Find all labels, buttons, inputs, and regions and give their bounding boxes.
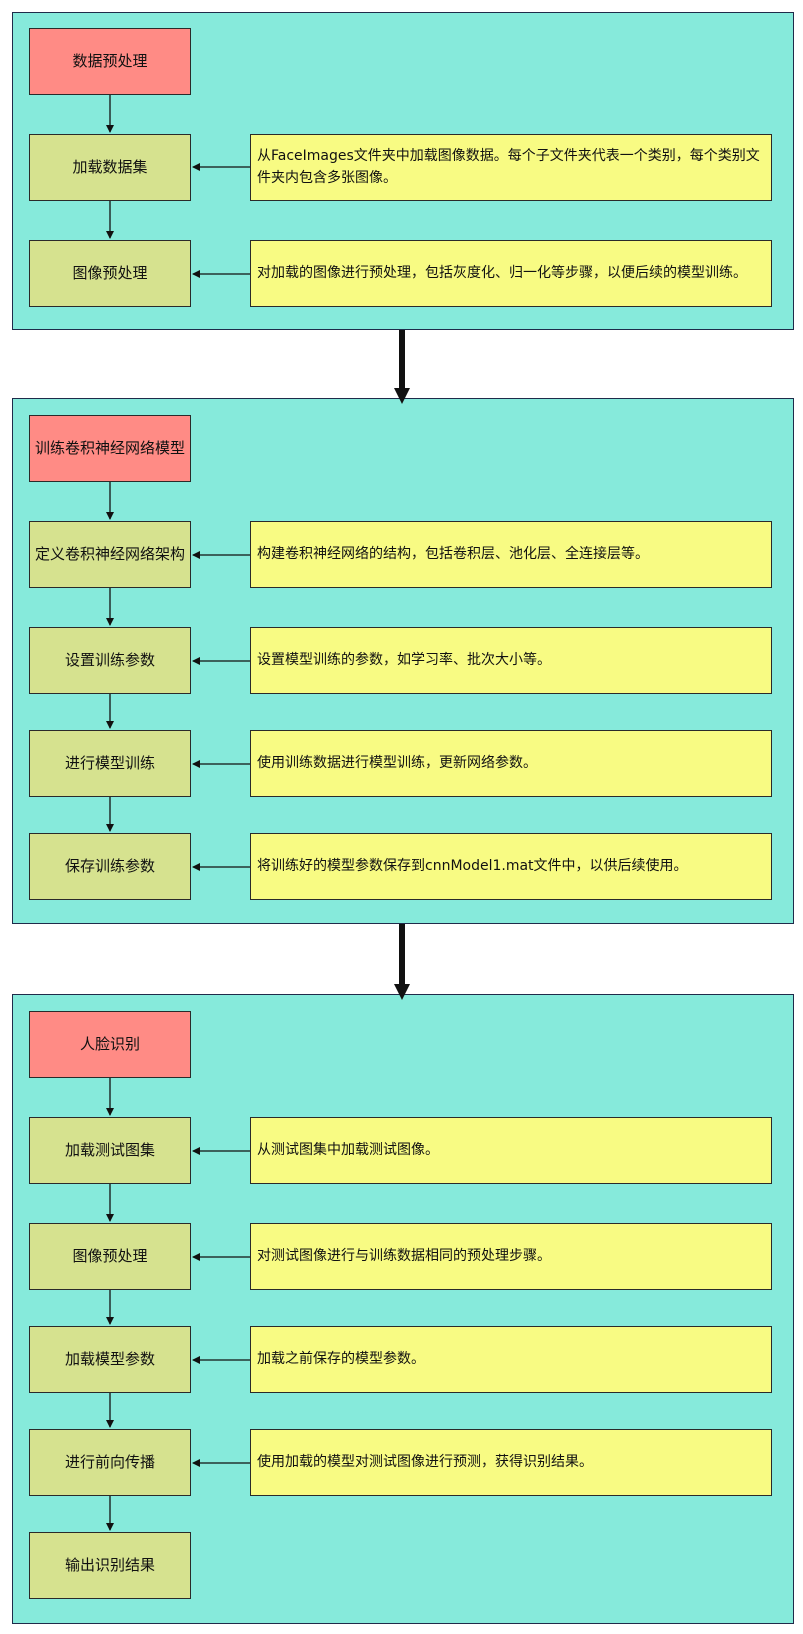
step-train-model: 进行模型训练 <box>29 730 191 797</box>
step-load-model-params: 加载模型参数 <box>29 1326 191 1393</box>
step-image-preprocessing: 图像预处理 <box>29 240 191 307</box>
step-save-training-params: 保存训练参数 <box>29 833 191 900</box>
section-header-cnn-training: 训练卷积神经网络模型 <box>29 415 191 482</box>
step-output-result: 输出识别结果 <box>29 1532 191 1599</box>
step-load-test-set: 加载测试图集 <box>29 1117 191 1184</box>
note-test-image-preprocessing: 对测试图像进行与训练数据相同的预处理步骤。 <box>250 1223 772 1290</box>
step-load-dataset: 加载数据集 <box>29 134 191 201</box>
note-forward-propagation: 使用加载的模型对测试图像进行预测，获得识别结果。 <box>250 1429 772 1496</box>
step-set-training-params: 设置训练参数 <box>29 627 191 694</box>
section-panel-face-recognition <box>12 994 794 1624</box>
note-image-preprocessing: 对加载的图像进行预处理，包括灰度化、归一化等步骤，以便后续的模型训练。 <box>250 240 772 307</box>
note-load-test-set: 从测试图集中加载测试图像。 <box>250 1117 772 1184</box>
note-load-dataset: 从FaceImages文件夹中加载图像数据。每个子文件夹代表一个类别，每个类别文… <box>250 134 772 201</box>
note-define-cnn-architecture: 构建卷积神经网络的结构，包括卷积层、池化层、全连接层等。 <box>250 521 772 588</box>
step-forward-propagation: 进行前向传播 <box>29 1429 191 1496</box>
section-header-face-recognition: 人脸识别 <box>29 1011 191 1078</box>
section-header-data-preprocessing: 数据预处理 <box>29 28 191 95</box>
step-test-image-preprocessing: 图像预处理 <box>29 1223 191 1290</box>
note-train-model: 使用训练数据进行模型训练，更新网络参数。 <box>250 730 772 797</box>
note-save-training-params: 将训练好的模型参数保存到cnnModel1.mat文件中，以供后续使用。 <box>250 833 772 900</box>
note-load-model-params: 加载之前保存的模型参数。 <box>250 1326 772 1393</box>
step-define-cnn-architecture: 定义卷积神经网络架构 <box>29 521 191 588</box>
note-set-training-params: 设置模型训练的参数，如学习率、批次大小等。 <box>250 627 772 694</box>
